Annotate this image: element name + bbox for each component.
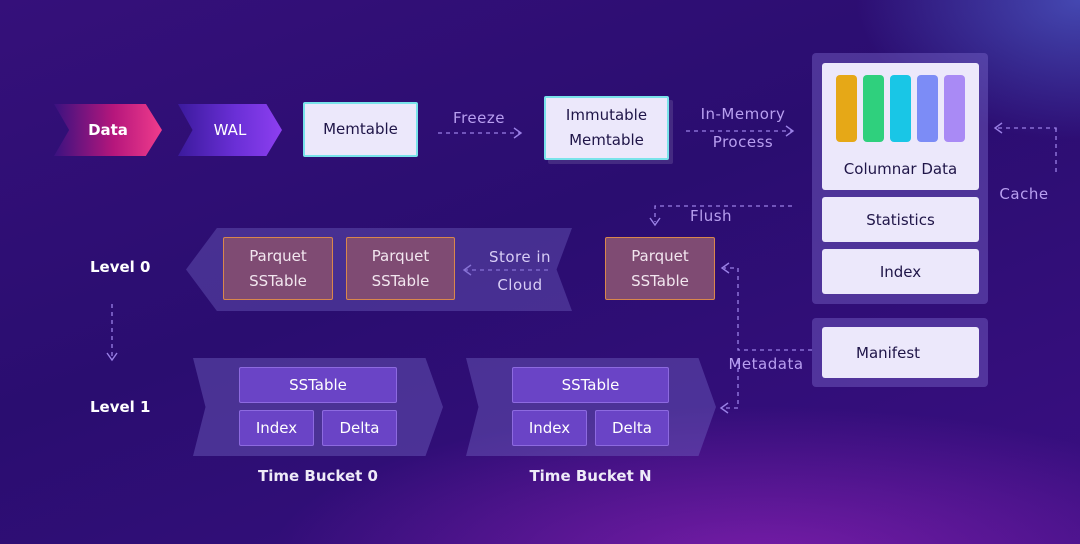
time-bucket-n-label: Time Bucket N [529,467,652,485]
sstable-label: SSTable [561,376,620,394]
flush-label: Flush [689,207,733,225]
level-0-label: Level 0 [90,258,151,276]
store-line2: Cloud [497,276,543,294]
sstable-box: SSTable [512,367,669,403]
immutable-line1: Immutable [565,106,648,124]
parquet-line2: SSTable [371,271,430,290]
level-1-label: Level 1 [90,398,151,416]
memtable-label: Memtable [323,120,398,138]
sstable-box: SSTable [239,367,397,403]
data-chevron: Data [54,104,162,156]
statistics-label: Statistics [866,210,935,229]
wal-chevron: WAL [178,104,282,156]
columnar-data-box: Columnar Data [822,63,979,190]
wal-label: WAL [213,121,247,139]
index-label: Index [255,419,298,437]
sstable-label: SSTable [289,376,347,394]
in-memory-line1: In-Memory [700,105,786,123]
parquet-sstable-box: Parquet SSTable [605,237,715,300]
column-bar-icon [944,75,965,142]
parquet-sstable-box: Parquet SSTable [346,237,455,300]
metadata-label: Metadata [728,355,804,373]
immutable-line2: Memtable [569,131,644,149]
index-box: Index [822,249,979,294]
parquet-line2: SSTable [631,271,689,290]
in-memory-line2: Process [712,133,774,151]
manifest-box: Manifest [822,327,979,378]
parquet-line1: Parquet [371,246,430,265]
index-label: Index [528,419,571,437]
column-bar-icon [890,75,911,142]
immutable-memtable-box: Immutable Memtable [544,96,669,160]
parquet-line1: Parquet [631,246,689,265]
store-line1: Store in [488,248,552,266]
index-label: Index [879,262,922,281]
in-memory-process-label: In-Memory Process [688,100,798,156]
delta-label: Delta [339,419,380,437]
parquet-sstable-box: Parquet SSTable [223,237,333,300]
index-box: Index [239,410,314,446]
index-box: Index [512,410,587,446]
column-bar-icon [836,75,857,142]
store-in-cloud-label: Store in Cloud [482,243,558,299]
columnar-data-label: Columnar Data [843,160,958,178]
data-label: Data [88,121,128,139]
delta-label: Delta [611,419,653,437]
column-bar-icon [863,75,884,142]
parquet-line1: Parquet [249,246,307,265]
freeze-label: Freeze [453,109,505,127]
memtable-box: Memtable [303,102,418,157]
delta-box: Delta [322,410,397,446]
delta-box: Delta [595,410,669,446]
manifest-label: Manifest [856,343,921,362]
time-bucket-0-label: Time Bucket 0 [258,467,378,485]
statistics-box: Statistics [822,197,979,242]
column-bar-icon [917,75,938,142]
parquet-line2: SSTable [249,271,307,290]
cache-label: Cache [999,185,1049,203]
